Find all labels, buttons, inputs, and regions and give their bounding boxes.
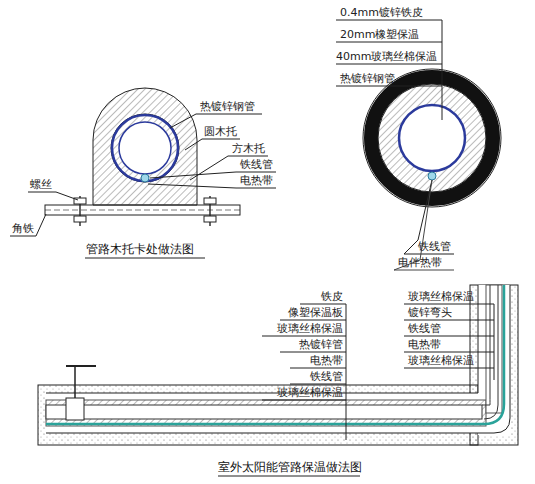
wire-conduit	[428, 172, 436, 180]
figure-caption: 室外太阳能管路保温做法图	[218, 461, 362, 474]
glass-wool-insulation	[46, 400, 486, 426]
part-label: 0.4mm镀锌铁皮	[340, 6, 423, 19]
steel-pipe	[112, 115, 178, 181]
part-label: 热镀锌钢管	[340, 72, 395, 85]
part-label: 螺丝	[30, 178, 52, 191]
angle-iron	[45, 205, 240, 215]
pipe-cross-section	[336, 20, 501, 270]
part-label: 方木托	[232, 142, 265, 155]
wood-saddle	[93, 88, 197, 205]
part-label: 铁线管	[408, 322, 441, 335]
part-label: 电伴热带	[398, 256, 442, 269]
part-label: 镀锌弯头	[408, 306, 452, 319]
part-label: 玻璃丝棉保温	[277, 322, 343, 335]
heating-cable	[46, 423, 484, 426]
part-label: 铁线管	[240, 158, 273, 171]
part-label: 热镀锌钢管	[200, 100, 255, 113]
steel-pipe	[399, 105, 465, 171]
part-label: 玻璃丝棉保温	[408, 354, 474, 367]
galvanized-pipe	[46, 405, 482, 419]
part-label: 角铁	[12, 222, 34, 235]
part-label: 铁线管	[418, 240, 451, 253]
part-label: 电热带	[408, 338, 441, 351]
part-label: 圆木托	[204, 125, 237, 138]
part-label: 玻璃丝棉保温	[408, 290, 474, 303]
valve	[66, 398, 84, 420]
glass-wool-layer	[378, 84, 486, 192]
part-label: 电热带	[240, 174, 273, 187]
figure-caption: 管路木托卡处做法图	[86, 243, 194, 256]
part-label: 电热带	[310, 354, 343, 367]
wire-conduit	[141, 174, 149, 182]
part-label: 40mm玻璃丝棉保温	[336, 50, 437, 63]
wood-saddle-drawing	[10, 88, 276, 258]
outdoor-pipe-drawing	[38, 285, 518, 476]
part-label: 铁皮	[321, 290, 343, 303]
part-label: 像塑保温板	[288, 306, 343, 319]
part-label: 铁线管	[310, 370, 343, 383]
part-label: 20mm橡塑保温	[340, 28, 419, 41]
part-label: 热镀锌管	[299, 338, 343, 351]
part-label: 玻璃丝棉保温	[277, 386, 343, 399]
